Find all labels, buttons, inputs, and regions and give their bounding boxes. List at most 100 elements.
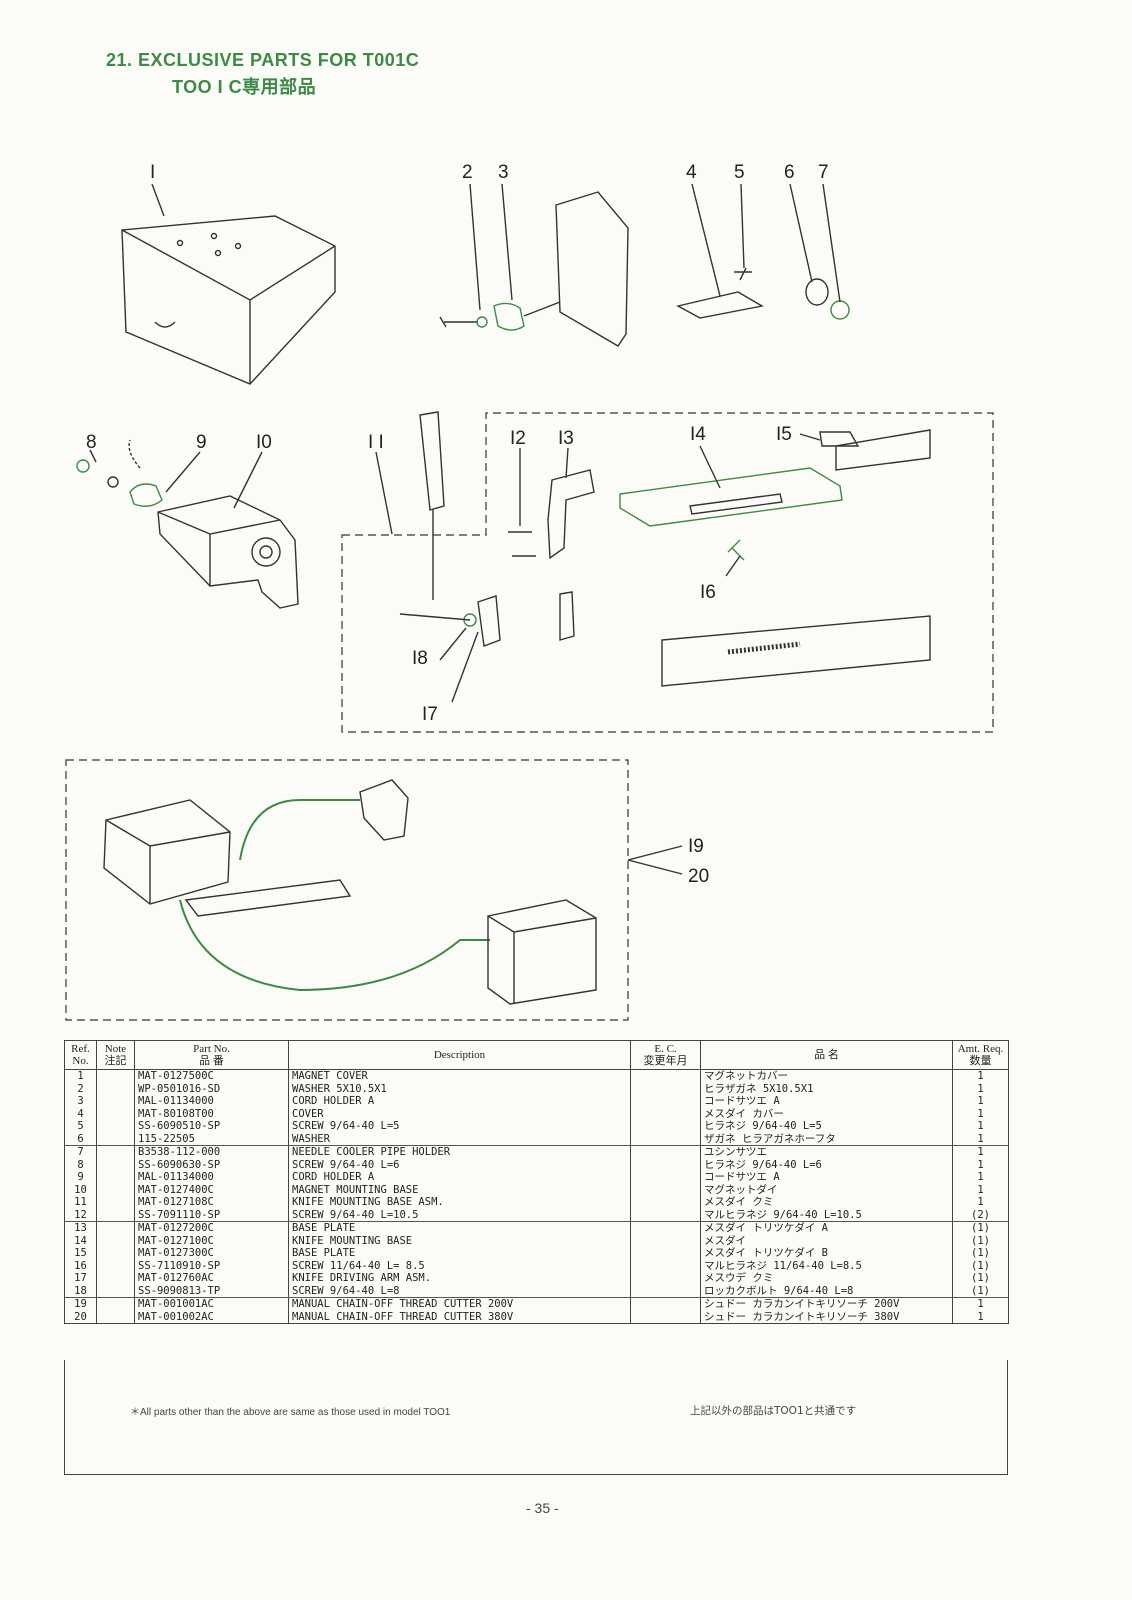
cell-amount: (1) bbox=[952, 1259, 1009, 1272]
part-cover-4 bbox=[676, 291, 764, 319]
part-knife-mounting-base-14 bbox=[619, 467, 843, 527]
cell-amount: 1 bbox=[952, 1069, 1009, 1083]
callout-6: 6 bbox=[784, 162, 795, 183]
part-holder-7 bbox=[830, 300, 850, 320]
part-cord-holder-3 bbox=[493, 302, 525, 331]
cell-amount: 1 bbox=[952, 1145, 1009, 1159]
cell-amount: (1) bbox=[952, 1234, 1009, 1247]
cell-amount: 1 bbox=[952, 1132, 1009, 1146]
cell-note bbox=[96, 1132, 135, 1146]
cell-ref: 18 bbox=[64, 1284, 97, 1298]
cell-amount: 1 bbox=[952, 1082, 1009, 1095]
cell-name-jp: マルヒラネジ 9/64-40 L=10.5 bbox=[700, 1208, 953, 1222]
part-plate bbox=[559, 591, 575, 641]
part-arm-13 bbox=[547, 469, 595, 560]
cell-name-jp: ヒラネジ 9/64-40 L=5 bbox=[700, 1120, 953, 1133]
cable bbox=[239, 799, 360, 861]
cell-description: MANUAL CHAIN-OFF THREAD CUTTER 380V bbox=[288, 1310, 631, 1324]
cell-description: CORD HOLDER A bbox=[288, 1171, 631, 1184]
motor-cover bbox=[103, 799, 231, 905]
callout-13: I3 bbox=[558, 428, 574, 449]
cell-amount: (1) bbox=[952, 1284, 1009, 1298]
cell-name-jp: メスダイ カバー bbox=[700, 1107, 953, 1120]
cell-ec bbox=[630, 1107, 701, 1120]
cell-ec bbox=[630, 1132, 701, 1146]
part-screw-12 bbox=[508, 531, 536, 557]
section-title: 21. EXCLUSIVE PARTS FOR T001C bbox=[106, 50, 420, 70]
part-rod bbox=[661, 615, 931, 687]
section-title-japanese: TOO I C専用部品 bbox=[172, 77, 317, 97]
exploded-parts-diagram: I 2 3 4 5 6 7 8 9 I0 I I I2 I3 I4 I5 I6 … bbox=[65, 162, 994, 1021]
cell-note bbox=[96, 1095, 135, 1108]
cell-note bbox=[96, 1297, 135, 1311]
cell-amount: 1 bbox=[952, 1107, 1009, 1120]
cell-ref: 19 bbox=[64, 1297, 97, 1311]
callout-10: I0 bbox=[256, 432, 272, 453]
cell-part-no: MAT-012760AC bbox=[134, 1272, 289, 1285]
cell-ec bbox=[630, 1120, 701, 1133]
cell-description: KNIFE MOUNTING BASE bbox=[288, 1234, 631, 1247]
cell-note bbox=[96, 1284, 135, 1298]
cell-amount: 1 bbox=[952, 1158, 1009, 1171]
callout-4: 4 bbox=[686, 162, 697, 183]
cell-description: BASE PLATE bbox=[288, 1221, 631, 1235]
cell-part-no: MAL-01134000 bbox=[134, 1095, 289, 1108]
cell-ec bbox=[630, 1208, 701, 1222]
cell-name-jp: メスダイ トリツケダイ A bbox=[700, 1221, 953, 1235]
cell-ec bbox=[630, 1234, 701, 1247]
cell-ref: 6 bbox=[64, 1132, 97, 1146]
cell-description: SCREW 9/64-40 L=10.5 bbox=[288, 1208, 631, 1222]
cell-note bbox=[96, 1310, 135, 1324]
cell-part-no: MAT-0127400C bbox=[134, 1183, 289, 1196]
cell-ref: 14 bbox=[64, 1234, 97, 1247]
callout-15: I5 bbox=[776, 424, 792, 445]
part-magnet-cover bbox=[121, 215, 336, 385]
callout-17: I7 bbox=[422, 704, 438, 725]
cell-ref: 20 bbox=[64, 1310, 97, 1324]
cell-name-jp: メスダイ bbox=[700, 1234, 953, 1247]
cell-name-jp: メスウデ クミ bbox=[700, 1272, 953, 1285]
cell-name-jp: マルヒラネジ 11/64-40 L=8.5 bbox=[700, 1259, 953, 1272]
knife-assembly bbox=[184, 879, 352, 917]
cell-name-jp: ユシンサツエ bbox=[700, 1145, 953, 1159]
cell-note bbox=[96, 1069, 135, 1083]
cell-part-no: MAT-001001AC bbox=[134, 1297, 289, 1311]
cell-amount: 1 bbox=[952, 1120, 1009, 1133]
cell-amount: 1 bbox=[952, 1196, 1009, 1209]
cell-amount: 1 bbox=[952, 1171, 1009, 1184]
cell-part-no: WP-0501016-SD bbox=[134, 1082, 289, 1095]
cell-description: COVER bbox=[288, 1107, 631, 1120]
header-ref: Ref. No. bbox=[64, 1040, 97, 1070]
cell-ec bbox=[630, 1171, 701, 1184]
cell-name-jp: ヒラザガネ 5X10.5X1 bbox=[700, 1082, 953, 1095]
cell-ref: 10 bbox=[64, 1183, 97, 1196]
cell-note bbox=[96, 1158, 135, 1171]
cell-description: BASE PLATE bbox=[288, 1247, 631, 1260]
cell-ref: 9 bbox=[64, 1171, 97, 1184]
cell-ec bbox=[630, 1145, 701, 1159]
part-arm-17 bbox=[477, 595, 501, 647]
cell-name-jp: シュドー カラカンイトキリソーチ 380V bbox=[700, 1310, 953, 1324]
callout-8: 8 bbox=[86, 432, 97, 453]
cell-note bbox=[96, 1234, 135, 1247]
table-header-row: Ref. No. Note 注記 Part No.品 番 Description… bbox=[64, 1040, 1009, 1070]
cell-name-jp: ヒラネジ 9/64-40 L=6 bbox=[700, 1158, 953, 1171]
cell-ec bbox=[630, 1095, 701, 1108]
cell-note bbox=[96, 1171, 135, 1184]
cell-description: NEEDLE COOLER PIPE HOLDER bbox=[288, 1145, 631, 1159]
cell-name-jp: マグネットカバー bbox=[700, 1069, 953, 1083]
cell-amount: 1 bbox=[952, 1297, 1009, 1311]
footnote-english: ＊All parts other than the above are same… bbox=[130, 1407, 451, 1418]
part-spring bbox=[727, 641, 801, 655]
cell-description: SCREW 9/64-40 L=6 bbox=[288, 1158, 631, 1171]
cell-part-no: MAT-0127300C bbox=[134, 1247, 289, 1260]
